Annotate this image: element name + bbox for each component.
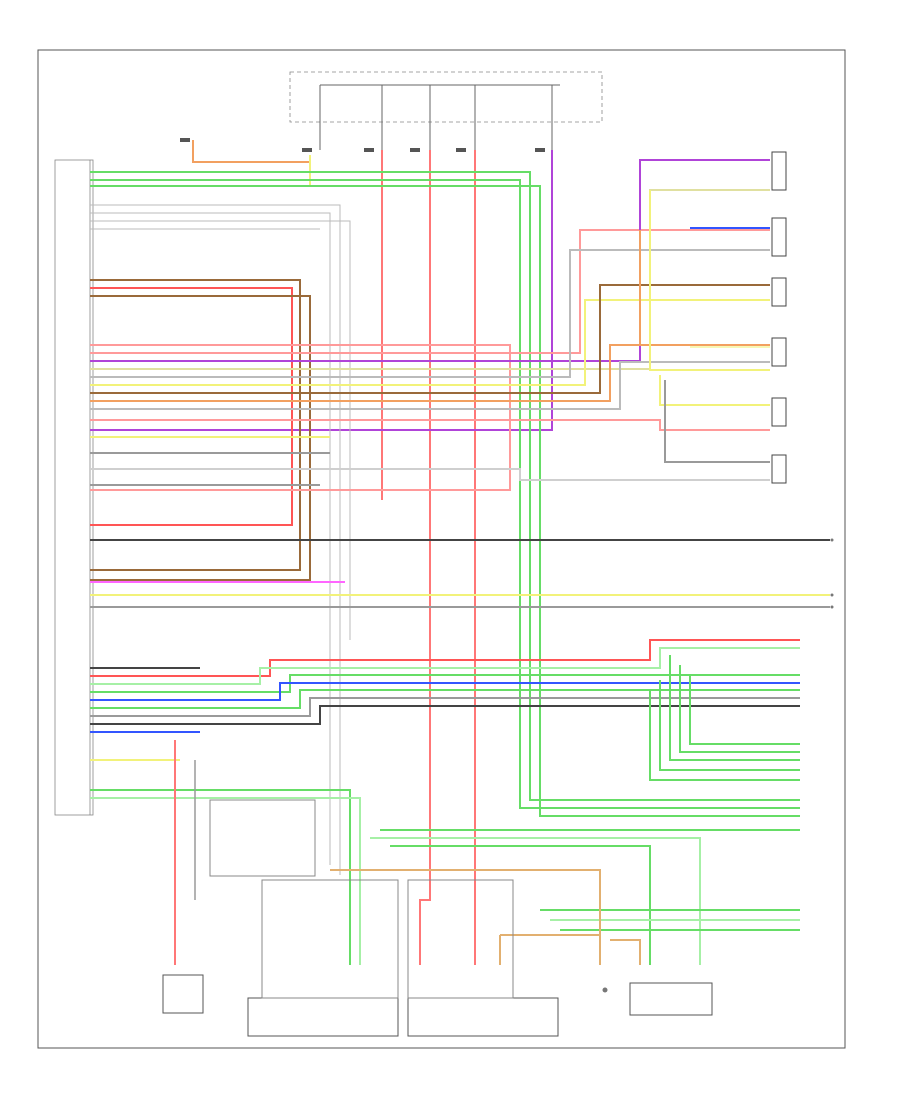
speakers bbox=[771, 151, 787, 484]
module-right bbox=[629, 982, 713, 1016]
module-center-b bbox=[407, 997, 559, 1037]
wire-orange-top bbox=[192, 140, 310, 163]
terminal-marks bbox=[602, 538, 834, 993]
speaker-wires bbox=[639, 190, 770, 463]
green-group-right bbox=[649, 655, 800, 781]
speaker-5 bbox=[771, 397, 787, 427]
connector-block bbox=[261, 879, 399, 999]
wire-purple bbox=[90, 150, 553, 431]
red-feeds bbox=[381, 150, 476, 965]
fuse-box bbox=[289, 71, 603, 150]
module-left bbox=[162, 974, 204, 1014]
speaker-3 bbox=[771, 277, 787, 307]
connector-block-b bbox=[407, 879, 514, 999]
gray-wires bbox=[90, 204, 351, 875]
diagram-border bbox=[37, 49, 846, 1049]
speaker-1 bbox=[771, 151, 787, 191]
fuse-terminals bbox=[180, 138, 545, 152]
module-center-a bbox=[247, 997, 399, 1037]
long-wires bbox=[90, 539, 830, 608]
main-module bbox=[54, 159, 94, 816]
green-bus-top bbox=[90, 171, 800, 817]
speaker-4 bbox=[771, 337, 787, 367]
speaker-2 bbox=[771, 217, 787, 257]
lower-bus bbox=[90, 639, 800, 965]
bottom-modules bbox=[162, 799, 713, 1037]
tan-wires bbox=[330, 869, 641, 965]
speaker-6 bbox=[771, 454, 787, 484]
green-to-modules bbox=[370, 829, 800, 965]
relay-box bbox=[209, 799, 316, 877]
